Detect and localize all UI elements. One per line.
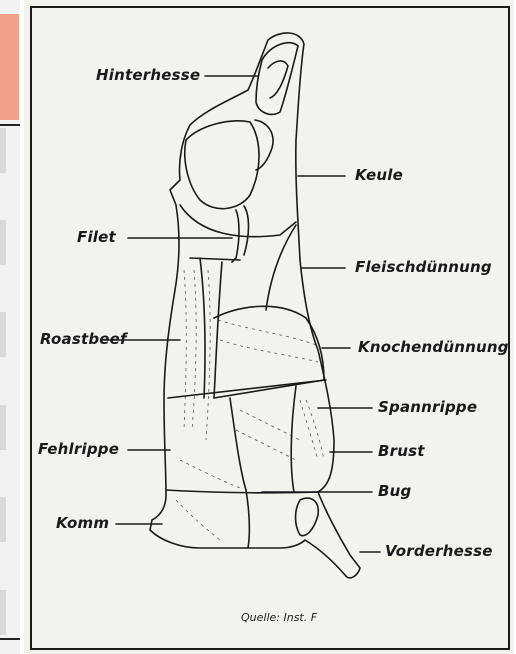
label-spannrippe: Spannrippe bbox=[378, 398, 477, 416]
label-knochenduennung: Knochendünnung bbox=[358, 338, 509, 356]
label-komm: Komm bbox=[56, 514, 109, 532]
label-filet: Filet bbox=[77, 228, 116, 246]
label-hinterhesse: Hinterhesse bbox=[96, 66, 200, 84]
carcass-outline bbox=[150, 33, 360, 578]
label-brust: Brust bbox=[378, 442, 425, 460]
label-fleischduennung: Fleischdünnung bbox=[355, 258, 492, 276]
label-bug: Bug bbox=[378, 482, 411, 500]
label-keule: Keule bbox=[355, 166, 403, 184]
label-roastbeef: Roastbeef bbox=[40, 330, 127, 348]
source-caption: Quelle: Inst. F bbox=[241, 611, 317, 624]
label-fehlrippe: Fehlrippe bbox=[38, 440, 119, 458]
label-vorderhesse: Vorderhesse bbox=[385, 542, 493, 560]
